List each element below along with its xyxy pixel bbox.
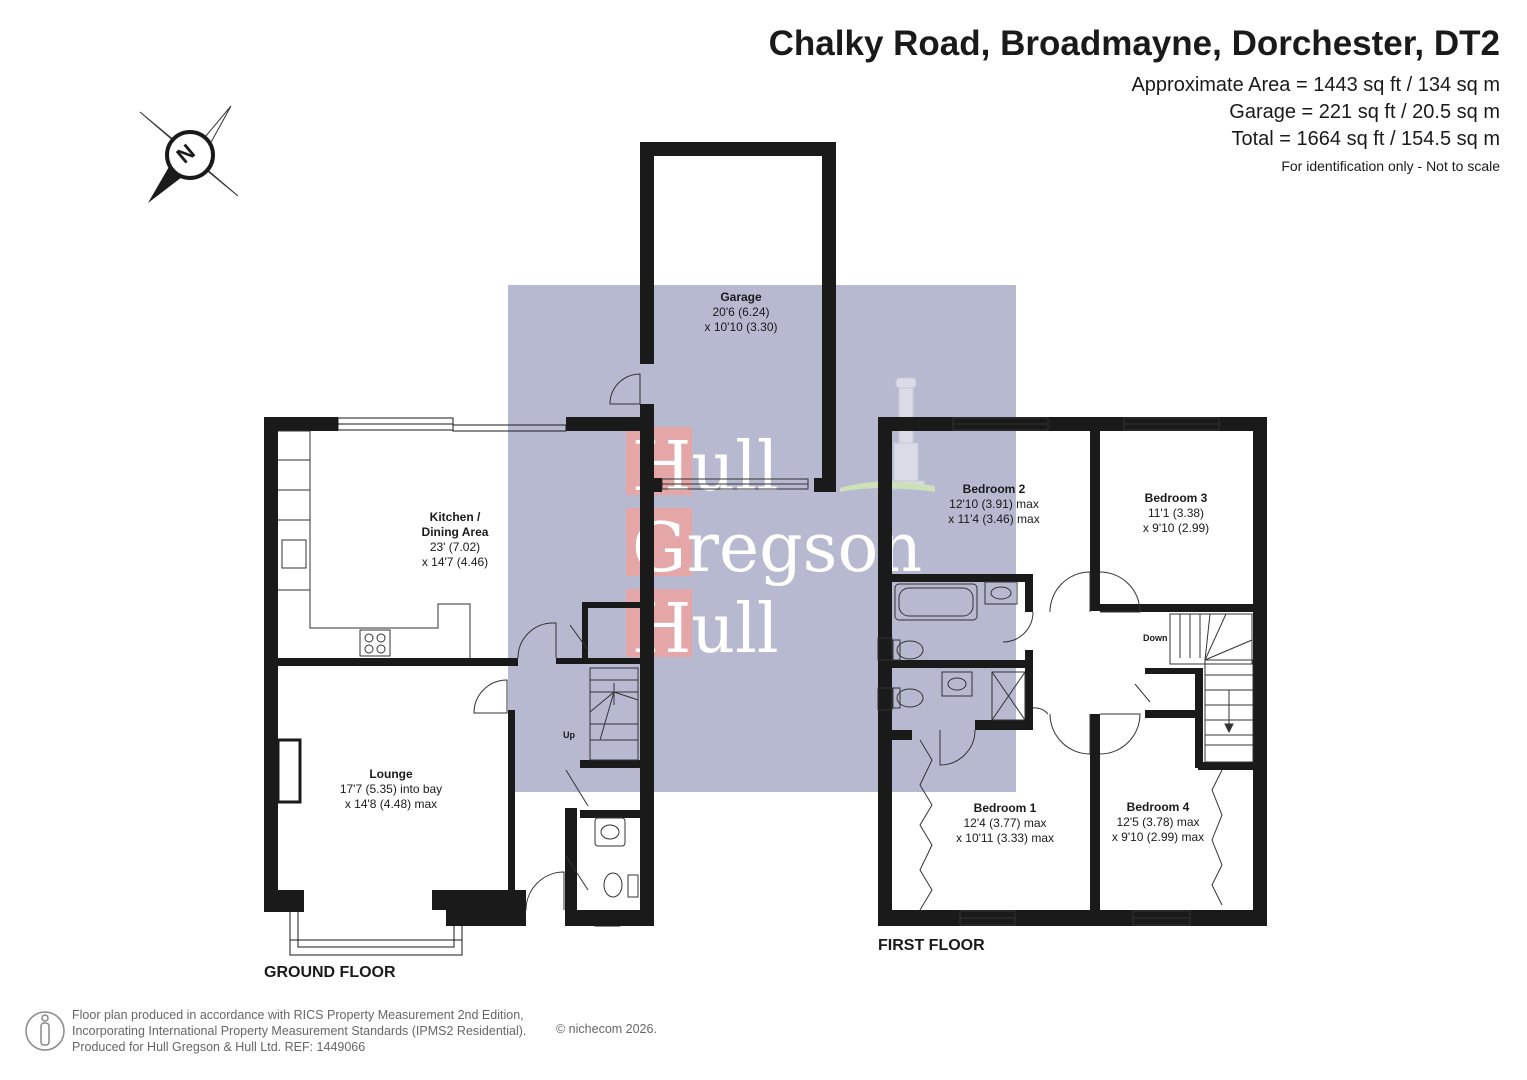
ground-floor-stairs [589, 667, 639, 761]
ground-floor-walls [264, 404, 654, 926]
garage-area-text: Garage = 221 sq ft / 20.5 sq m [1229, 101, 1500, 123]
accessibility-person-icon [25, 1011, 65, 1051]
watermark-line-2: Gregson [632, 509, 922, 588]
wardrobe-doors [919, 739, 1223, 911]
room-dimension: 17'7 (5.35) into bay [339, 782, 443, 796]
watermark-line-1: Hull [632, 428, 779, 507]
footer-line-3: Produced for Hull Gregson & Hull Ltd. RE… [72, 1040, 366, 1054]
room-name: Bedroom 4 [1126, 800, 1190, 814]
compass-icon [139, 105, 239, 203]
first-floor-stairs [1169, 613, 1254, 763]
room-dimension: x 10'10 (3.30) [704, 320, 778, 334]
room-bedroom-4: Bedroom 4 12'5 (3.78) max x 9'10 (2.99) … [1112, 800, 1204, 845]
room-dimension: 20'6 (6.24) [712, 305, 770, 319]
room-dimension: x 10'11 (3.33) max [955, 831, 1055, 845]
room-dimension: x 9'10 (2.99) max [1111, 830, 1205, 844]
footer-notes: Floor plan produced in accordance with R… [72, 1007, 526, 1055]
footer-line-1: Floor plan produced in accordance with R… [72, 1008, 524, 1022]
room-name: Dining Area [421, 525, 489, 539]
room-dimension: 12'10 (3.91) max [949, 497, 1039, 511]
room-dimension: x 9'10 (2.99) [1142, 521, 1210, 535]
watermark-line-3: Hull [632, 590, 779, 669]
room-dimension: x 14'8 (4.48) max [344, 797, 438, 811]
room-garage: Garage 20'6 (6.24) x 10'10 (3.30) [704, 290, 777, 335]
stairs-up-label: Up [563, 730, 575, 740]
room-kitchen-dining: Kitchen / Dining Area 23' (7.02) x 14'7 … [422, 510, 489, 570]
room-name: Bedroom 2 [962, 482, 1026, 496]
first-floor-windows [877, 417, 1220, 926]
scale-disclaimer: For identification only - Not to scale [1281, 158, 1500, 174]
footer-line-2: Incorporating International Property Mea… [72, 1024, 527, 1038]
approx-area-text: Approximate Area = 1443 sq ft / 134 sq m [1131, 74, 1500, 96]
room-name: Lounge [369, 767, 413, 781]
total-area-text: Total = 1664 sq ft / 154.5 sq m [1231, 128, 1501, 150]
first-floor-walls [878, 417, 1267, 926]
ground-floor-doors [473, 373, 641, 911]
room-dimension: 12'5 (3.78) max [1116, 815, 1200, 829]
room-name: Bedroom 1 [973, 801, 1037, 815]
room-dimension: 23' (7.02) [429, 540, 481, 554]
room-dimension: 11'1 (3.38) [1147, 506, 1205, 520]
room-lounge: Lounge 17'7 (5.35) into bay x 14'8 (4.48… [340, 767, 442, 812]
room-name: Garage [720, 290, 762, 304]
room-dimension: 12'4 (3.77) max [963, 816, 1047, 830]
ground-floor-windows [289, 417, 621, 956]
room-bedroom-2: Bedroom 2 12'10 (3.91) max x 11'4 (3.46)… [948, 482, 1039, 527]
first-floor-label: FIRST FLOOR [878, 937, 985, 954]
room-dimension: x 11'4 (3.46) max [948, 512, 1040, 526]
bathroom-fixtures [892, 581, 1026, 721]
room-dimension: x 14'7 (4.46) [421, 555, 489, 569]
garage-walls [640, 142, 836, 492]
stairs-down-label: Down [1143, 633, 1168, 643]
room-name: Bedroom 3 [1144, 491, 1208, 505]
room-bedroom-3: Bedroom 3 11'1 (3.38) x 9'10 (2.99) [1143, 491, 1209, 536]
ground-floor-label: GROUND FLOOR [264, 964, 396, 981]
garage-door [661, 478, 809, 490]
property-title: Chalky Road, Broadmayne, Dorchester, DT2 [768, 24, 1500, 63]
ground-wc-fixtures [594, 817, 639, 898]
copyright-text: © nichecom 2026. [556, 1022, 657, 1036]
room-bedroom-1: Bedroom 1 12'4 (3.77) max x 10'11 (3.33)… [956, 801, 1054, 846]
fireplace [276, 738, 302, 804]
watermark: Hull Gregson Hull [508, 285, 1016, 792]
room-name: Kitchen / [429, 510, 481, 524]
first-floor-doors [939, 571, 1151, 766]
kitchen-units [278, 430, 471, 658]
